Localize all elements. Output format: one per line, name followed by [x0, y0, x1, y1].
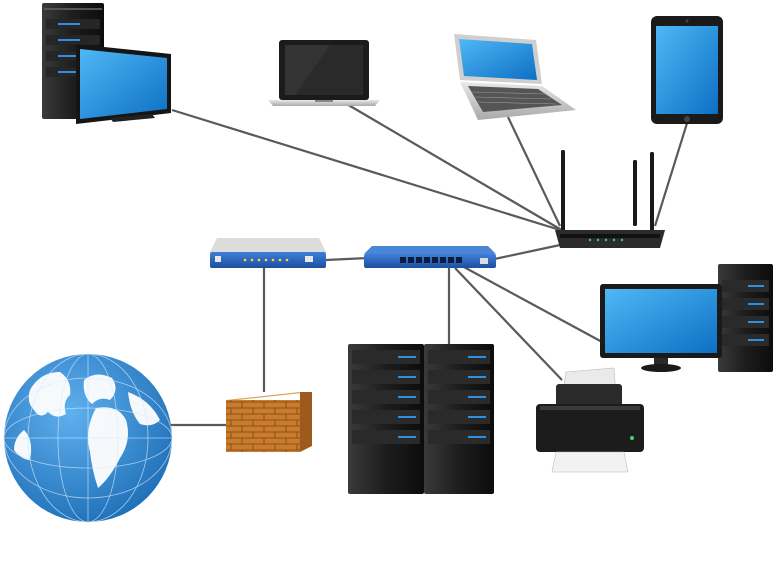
server-rack-icon: [348, 344, 494, 494]
wireless-router-icon: [555, 150, 665, 248]
cable-router-switch: [489, 243, 561, 262]
cable-tablet-router: [653, 119, 690, 227]
cable-switch-workstation: [461, 265, 605, 344]
cable-modem-switch: [325, 256, 369, 262]
printer-icon: [536, 367, 644, 473]
cable-netbook-router: [507, 116, 561, 227]
tablet-icon: [651, 16, 723, 124]
modem-icon: [210, 238, 326, 268]
firewall-icon: [226, 392, 312, 452]
workstation-icon: [600, 264, 773, 372]
cables: [170, 102, 690, 427]
netbook-icon: [454, 34, 576, 120]
laptop-icon: [268, 40, 380, 106]
cable-desktop-router: [171, 108, 561, 232]
desktop-computer-icon: [42, 3, 171, 124]
cable-laptop-router: [344, 102, 566, 233]
globe-icon: [3, 353, 173, 523]
cable-switch-printer: [454, 267, 563, 381]
network-switch-icon: [364, 246, 496, 268]
